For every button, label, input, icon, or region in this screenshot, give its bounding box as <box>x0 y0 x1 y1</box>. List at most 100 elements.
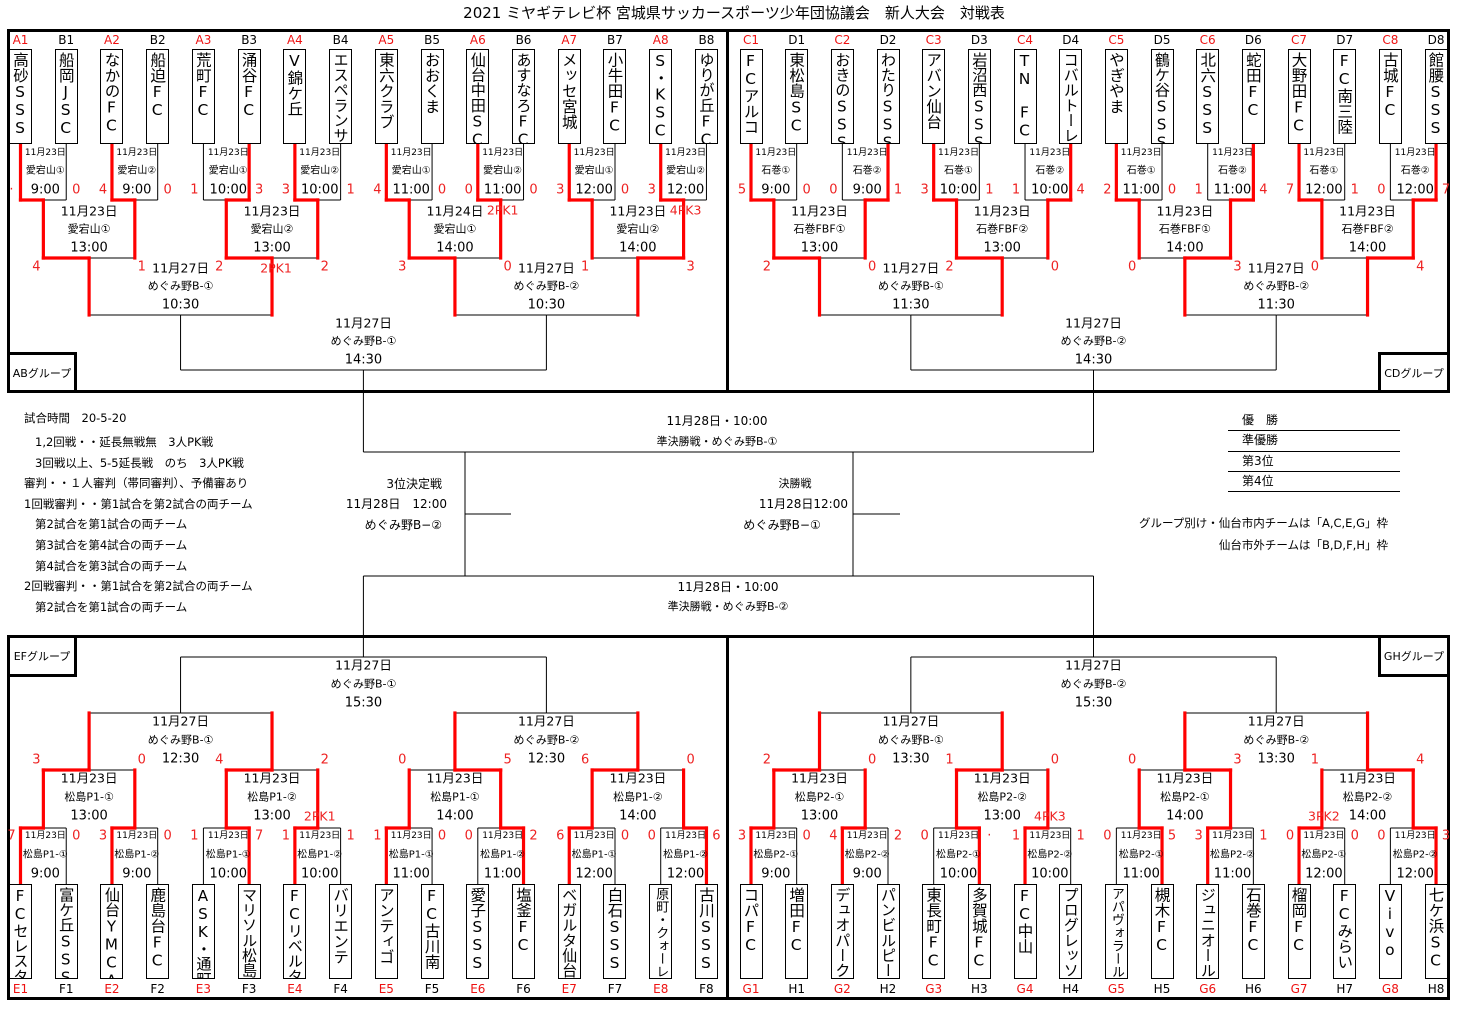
team-name: V錦ケ丘 <box>285 52 304 117</box>
match-date: 11月23日 <box>244 204 301 219</box>
score-left: 0 <box>1377 829 1385 844</box>
team-box: TN FC <box>1013 49 1037 144</box>
group-label-ef: EFグループ <box>7 635 77 677</box>
team-name: 小牛田FC <box>605 52 624 135</box>
team-name: バリエンテ <box>331 887 350 965</box>
match-venue: 愛宕山① <box>433 222 476 236</box>
match-time: 9:00 <box>761 867 790 882</box>
match-time: 10:00 <box>1031 867 1068 882</box>
team-name: 塩釜FC <box>514 887 533 954</box>
team-name: S・KSC <box>651 52 670 140</box>
match-venue: 松島P1-① <box>23 848 68 861</box>
team-box: おきのSSS <box>830 49 854 144</box>
team-code: E8 <box>653 982 669 996</box>
team-code: E2 <box>104 982 120 996</box>
match-venue: めぐみ野B-① <box>148 734 214 747</box>
score-left: 0 <box>1286 829 1294 844</box>
score-right: 0 <box>1051 260 1059 275</box>
score-left: 3 <box>32 753 40 768</box>
match-venue: 松島P2-② <box>1027 848 1072 861</box>
team-box: 七ケ浜SC <box>1424 884 1448 979</box>
match-date: 11月27日 <box>1248 261 1305 276</box>
team-name: 白石SSS <box>605 887 624 972</box>
team-code: B5 <box>424 33 440 47</box>
rank-champion: 優 勝 <box>1228 411 1400 432</box>
match-date: 11月23日 <box>244 771 301 786</box>
match-venue: 松島P1-② <box>613 790 663 804</box>
team-name: FC中山 <box>1015 887 1034 954</box>
match-venue: めぐみ野B-② <box>514 280 580 293</box>
score-left: 2 <box>215 260 223 275</box>
match-time: 14:00 <box>1166 241 1203 256</box>
team-code: D8 <box>1427 33 1445 47</box>
team-name: 七ケ浜SC <box>1426 887 1445 970</box>
championship-title: 決勝戦 <box>778 477 812 490</box>
team-box: メッセ宮城 <box>557 49 581 144</box>
score-left: 1 <box>282 829 290 844</box>
match-date: 11月23日 <box>974 771 1031 786</box>
score-left: 1 <box>1012 829 1020 844</box>
team-box: 仙台中田SC <box>466 49 490 144</box>
team-code: H3 <box>971 982 988 996</box>
team-name: 鹿島台FC <box>148 887 167 970</box>
match-date: 11月23日 <box>61 771 118 786</box>
match-date: 11月23日 <box>1395 830 1436 841</box>
score-left: 1 <box>190 183 198 198</box>
team-name: 大野田FC <box>1289 52 1308 135</box>
team-box: 小牛田FC <box>603 49 627 144</box>
team-box: FCアルコ <box>739 49 763 144</box>
team-name: Vivo <box>1380 887 1399 959</box>
team-code: F6 <box>516 982 531 996</box>
match-date: 11月27日 <box>335 316 392 331</box>
match-venue: 松島P2-① <box>1119 848 1164 861</box>
score-left: 3 <box>738 829 746 844</box>
group-label-ab: ABグループ <box>7 352 77 393</box>
team-code: C2 <box>834 33 851 47</box>
match-venue: 松島P2-① <box>1160 790 1210 804</box>
team-code: C6 <box>1199 33 1216 47</box>
group-note-sendai-inside: グループ別け・仙台市内チームは「A,C,E,G」枠 <box>1138 516 1388 530</box>
score-left: 7 <box>1286 183 1294 198</box>
match-time: 12:30 <box>162 752 199 767</box>
team-code: A5 <box>378 33 395 47</box>
match-date: 11月27日 <box>335 658 392 673</box>
team-name: 富ケ丘SSS <box>56 887 75 979</box>
third-place-venue: めぐみ野B−② <box>364 518 442 532</box>
team-box: 涌谷FC <box>237 49 261 144</box>
match-venue: めぐみ野B-② <box>1243 280 1309 293</box>
score-right: 3 <box>1233 260 1241 275</box>
team-code: A7 <box>561 33 578 47</box>
match-date: 11月23日 <box>609 771 666 786</box>
match-venue: 石巻FBF① <box>793 223 845 236</box>
team-code: B4 <box>332 33 349 47</box>
score-right: 5 <box>1168 829 1176 844</box>
match-time: 12:00 <box>667 183 704 198</box>
match-time: 11:00 <box>484 183 521 198</box>
match-date: 11月23日 <box>391 830 432 841</box>
team-name: あすなろFC <box>514 52 533 144</box>
team-code: C3 <box>925 33 942 47</box>
match-time: 12:00 <box>667 867 704 882</box>
match-date: 11月23日 <box>1029 830 1070 841</box>
team-code: C5 <box>1108 33 1125 47</box>
match-venue: めぐみ野B-① <box>148 280 214 293</box>
team-name: FCセレスタ <box>11 887 29 979</box>
match-date: 11月23日 <box>116 830 157 841</box>
match-date: 11月23日 <box>1029 147 1070 158</box>
score-right: 1 <box>1077 829 1085 844</box>
team-code: F5 <box>424 982 440 996</box>
team-name: コバルトーレ <box>1061 52 1080 143</box>
bracket-lines-layer <box>43 143 1414 884</box>
team-box: バリエンテ <box>329 884 353 979</box>
team-code: H4 <box>1062 982 1080 996</box>
team-code: A8 <box>652 33 669 47</box>
match-venue: 松島P2-① <box>753 848 798 861</box>
team-box: 船岡JSC <box>54 49 78 144</box>
team-box: 榴岡FC <box>1287 884 1311 979</box>
match-time: 14:00 <box>436 809 473 824</box>
match-date: 11月23日 <box>1395 147 1436 158</box>
score-right: 0 <box>1051 753 1059 768</box>
match-venue: めぐみ野B-① <box>331 335 397 348</box>
score-right: 3 <box>1233 753 1241 768</box>
